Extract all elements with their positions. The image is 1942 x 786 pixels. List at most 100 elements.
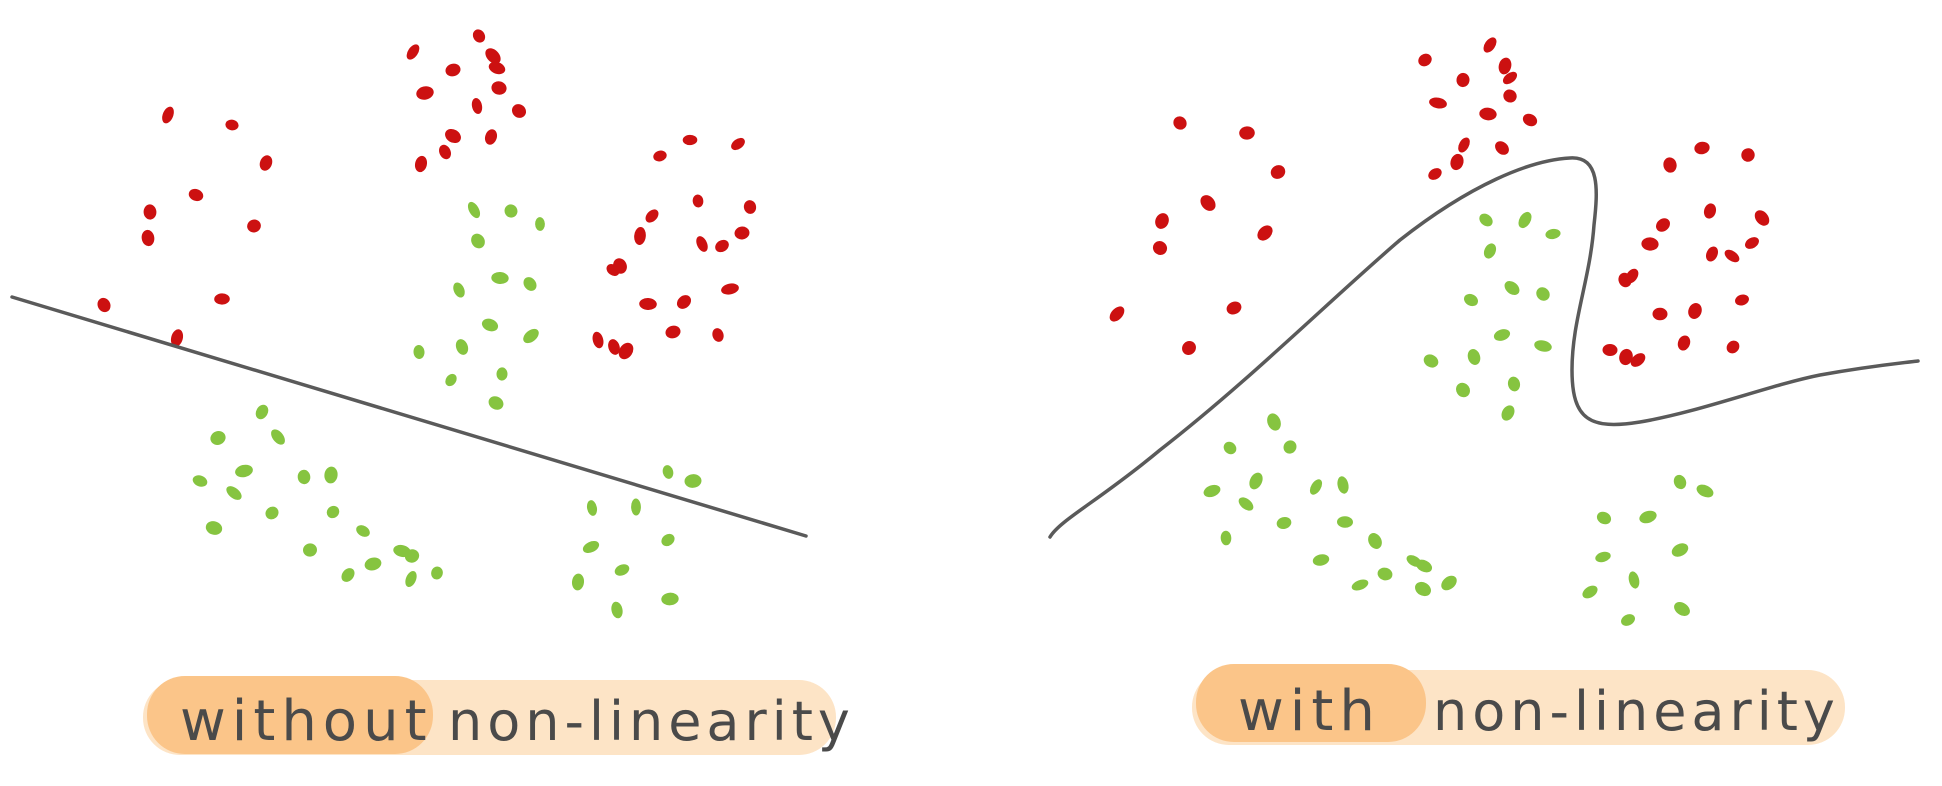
red-class-point bbox=[1109, 306, 1125, 322]
green-class-point bbox=[1639, 510, 1657, 524]
red-class-point bbox=[1677, 335, 1691, 351]
caption-emphasis-word: without bbox=[180, 689, 433, 754]
red-class-point bbox=[1428, 168, 1442, 180]
green-class-point bbox=[631, 498, 641, 516]
green-class-point bbox=[1493, 329, 1511, 341]
green-class-point bbox=[1504, 281, 1520, 295]
red-class-point bbox=[1619, 348, 1633, 366]
red-class-point bbox=[259, 155, 273, 171]
green-class-point bbox=[431, 566, 443, 580]
caption-with-nonlinearity: with non-linearity bbox=[1192, 664, 1845, 745]
green-class-point bbox=[1545, 228, 1561, 240]
green-class-point bbox=[1283, 440, 1297, 454]
red-class-point bbox=[731, 137, 745, 151]
green-class-point bbox=[662, 465, 674, 479]
caption-without-nonlinearity: without non-linearity bbox=[143, 676, 855, 755]
green-class-point bbox=[1267, 413, 1281, 431]
caption-rest-text: non-linearity bbox=[448, 690, 855, 753]
right-green-points bbox=[1203, 211, 1714, 626]
green-class-point bbox=[341, 568, 355, 582]
green-class-point bbox=[326, 505, 340, 519]
red-class-point bbox=[682, 134, 698, 146]
green-class-point bbox=[1203, 484, 1221, 498]
green-class-point bbox=[1238, 497, 1254, 511]
green-class-point bbox=[265, 506, 279, 520]
red-class-point bbox=[1498, 57, 1512, 75]
red-class-point bbox=[445, 128, 461, 144]
green-class-point bbox=[1483, 243, 1497, 259]
green-class-point bbox=[582, 540, 600, 554]
green-class-point bbox=[1628, 571, 1640, 589]
red-class-point bbox=[712, 328, 724, 342]
green-class-point bbox=[303, 543, 317, 557]
green-class-point bbox=[271, 429, 285, 445]
red-class-point bbox=[639, 297, 657, 311]
red-class-point bbox=[1625, 268, 1639, 284]
red-class-point bbox=[1522, 113, 1538, 127]
right-red-points bbox=[1109, 37, 1770, 367]
red-class-point bbox=[696, 236, 708, 252]
red-class-point bbox=[1182, 341, 1196, 355]
red-class-point bbox=[225, 119, 239, 131]
green-class-point bbox=[405, 571, 417, 587]
red-class-point bbox=[1724, 249, 1740, 263]
red-class-point bbox=[676, 295, 692, 309]
green-class-point bbox=[364, 557, 382, 571]
red-class-point bbox=[1479, 107, 1497, 121]
red-class-point bbox=[743, 200, 757, 214]
green-class-point bbox=[661, 533, 675, 547]
red-class-point bbox=[511, 104, 527, 118]
red-class-point bbox=[1418, 53, 1432, 67]
red-class-point bbox=[414, 155, 428, 173]
linear-decision-boundary bbox=[10, 295, 808, 538]
red-class-point bbox=[1688, 303, 1702, 319]
red-class-point bbox=[439, 144, 451, 160]
red-class-point bbox=[734, 226, 750, 240]
red-class-point bbox=[416, 86, 434, 100]
green-class-point bbox=[1368, 533, 1382, 549]
red-class-point bbox=[1495, 141, 1509, 155]
red-class-point bbox=[613, 258, 627, 274]
green-class-point bbox=[1249, 472, 1263, 490]
red-class-point bbox=[445, 63, 461, 77]
green-class-point bbox=[1309, 479, 1323, 495]
red-class-point bbox=[97, 297, 111, 313]
green-class-point bbox=[1223, 441, 1237, 455]
green-class-point bbox=[571, 573, 585, 591]
red-class-point bbox=[1503, 89, 1517, 103]
red-class-point bbox=[1483, 37, 1497, 53]
red-class-point bbox=[472, 29, 486, 43]
red-class-point bbox=[665, 325, 681, 339]
green-class-point bbox=[1463, 293, 1479, 307]
green-class-point bbox=[1337, 516, 1353, 528]
red-class-point bbox=[1450, 153, 1464, 171]
red-class-point bbox=[247, 219, 261, 233]
green-class-point bbox=[1673, 474, 1687, 490]
left-red-points bbox=[97, 29, 757, 360]
green-class-point bbox=[1276, 517, 1292, 529]
green-class-point bbox=[523, 277, 537, 291]
red-class-point bbox=[1458, 137, 1470, 153]
green-class-point bbox=[1621, 614, 1635, 626]
green-class-point bbox=[226, 486, 242, 500]
green-class-point bbox=[1456, 382, 1470, 398]
caption-emphasis-word: with bbox=[1238, 679, 1381, 744]
green-class-point bbox=[535, 217, 545, 231]
green-class-point bbox=[1534, 340, 1552, 352]
red-class-point bbox=[1502, 71, 1518, 85]
green-class-point bbox=[471, 233, 485, 249]
green-class-point bbox=[1479, 213, 1493, 227]
red-class-point bbox=[188, 188, 204, 202]
green-class-point bbox=[467, 201, 481, 219]
green-class-point bbox=[1337, 476, 1349, 494]
left-green-points bbox=[192, 201, 702, 619]
green-class-point bbox=[491, 271, 509, 285]
red-class-point bbox=[1270, 165, 1286, 179]
green-class-point bbox=[1220, 530, 1232, 546]
red-class-point bbox=[1741, 148, 1755, 162]
green-class-point bbox=[192, 475, 208, 487]
green-class-point bbox=[1441, 575, 1457, 591]
red-class-point bbox=[1706, 246, 1718, 262]
caption-rest-text: non-linearity bbox=[1433, 680, 1840, 743]
red-class-point bbox=[491, 81, 507, 95]
